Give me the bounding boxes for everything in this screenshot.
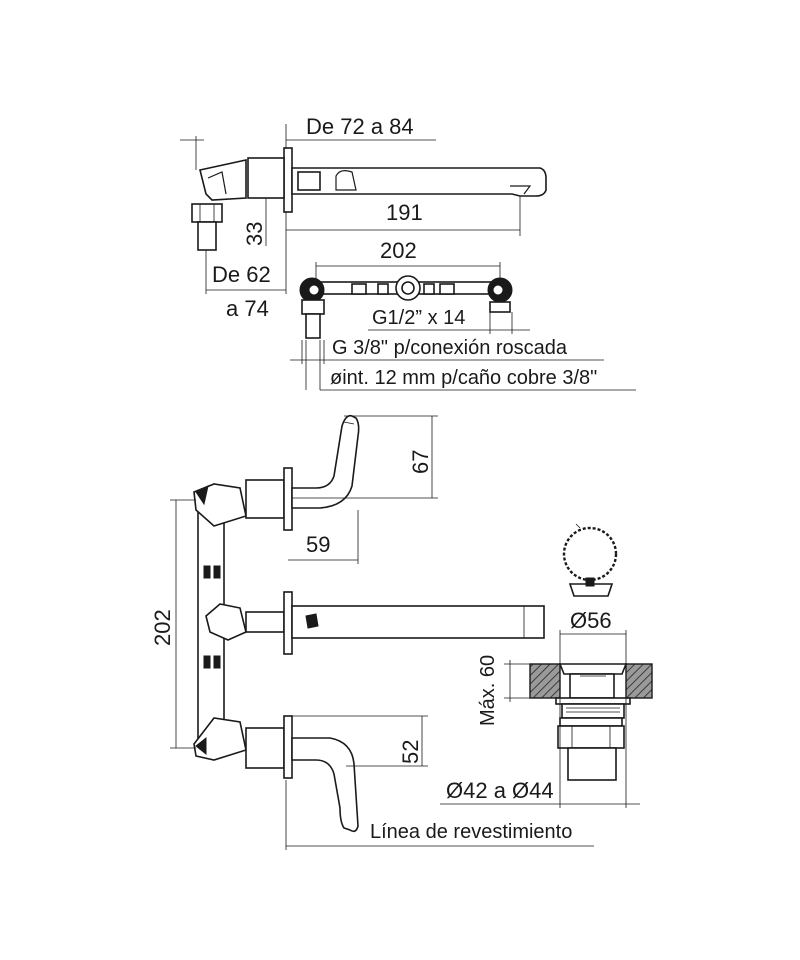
label-lower-handle-height: 52 <box>398 740 423 764</box>
drain-nut <box>557 725 625 749</box>
bottom-valve-connector <box>245 727 285 769</box>
label-spout-length: 191 <box>386 200 423 225</box>
elbow-detail <box>207 171 227 195</box>
label-depth-range-1: De 62 <box>212 262 271 287</box>
label-handle-spacing: 202 <box>380 238 417 263</box>
label-copper-pipe-spec: øint. 12 mm p/caño cobre 3/8" <box>330 367 597 389</box>
drain-neck <box>569 673 615 699</box>
label-drain-hole: Ø42 a Ø44 <box>446 778 554 803</box>
label-handle-projection: 59 <box>306 532 330 557</box>
middle-connector <box>245 611 285 633</box>
label-connection-spec: G 3/8" p/conexión roscada <box>332 337 568 359</box>
bottom-wall-plate <box>283 715 293 779</box>
label-side-height: 33 <box>242 222 267 246</box>
label-wall-depth: De 72 a 84 <box>306 114 414 139</box>
spout-body <box>291 167 547 197</box>
top-handle <box>291 414 360 509</box>
left-valve-nut <box>301 299 325 315</box>
spout-tip-mark <box>510 185 532 195</box>
left-valve-pipe <box>305 313 321 339</box>
rough-in-body: 202 G1/2” x 14 G 3/8" p/conexión roscada <box>290 238 636 391</box>
connector-block <box>247 157 285 199</box>
label-finish-line: Línea de revestimiento <box>370 821 572 843</box>
sink-wall-right <box>625 663 653 699</box>
front-spout <box>291 605 545 639</box>
top-wall-plate <box>283 467 293 531</box>
spout-collar <box>297 171 321 191</box>
spout-aerator-mark <box>335 170 357 191</box>
drain-tail <box>567 747 617 781</box>
label-vertical-spacing: 202 <box>150 609 175 646</box>
drain-plug <box>568 583 614 597</box>
drain-flange <box>558 663 628 675</box>
right-valve-nut <box>489 301 511 313</box>
front-view: 67 59 202 52 Línea de revestimiento <box>150 414 594 850</box>
drain-thread <box>561 703 625 719</box>
label-depth-range-2: a 74 <box>226 296 269 321</box>
drain-detail: Ø56 Máx. 60 Ø42 a Ø44 <box>440 523 653 808</box>
sink-wall-left <box>529 663 561 699</box>
label-handle-height: 67 <box>408 450 433 474</box>
top-valve-connector <box>245 479 285 519</box>
label-drain-max-depth: Máx. 60 <box>477 655 499 726</box>
drain-chain <box>562 526 618 582</box>
label-drain-diameter: Ø56 <box>570 608 612 633</box>
brand-logo <box>305 613 319 629</box>
wall-plate <box>283 147 293 213</box>
middle-wall-plate <box>283 591 293 655</box>
pipe-stub <box>197 221 217 251</box>
hex-nut <box>191 203 223 223</box>
label-thread-spec: G1/2” x 14 <box>372 307 465 329</box>
bottom-handle <box>291 737 359 833</box>
side-view-spout: De 72 a 84 191 33 De 62 a 74 <box>180 114 547 321</box>
